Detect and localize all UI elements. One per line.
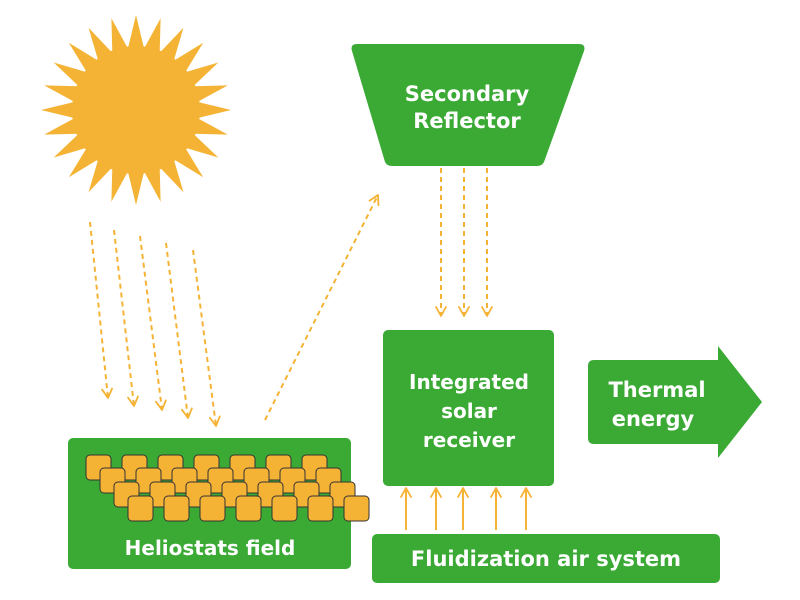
receiver-label-line2: solar bbox=[441, 399, 497, 423]
heliostats-field-label: Heliostats field bbox=[125, 536, 296, 560]
thermal-energy-label-line2: energy bbox=[612, 407, 695, 431]
heliostat-panels bbox=[85, 454, 370, 522]
sun-icon bbox=[41, 15, 231, 205]
heliostat-panel-icon bbox=[307, 495, 334, 522]
heliostat-panel-icon bbox=[127, 495, 154, 522]
receiver-label-line1: Integrated bbox=[409, 370, 529, 394]
concentrated-rays bbox=[435, 168, 493, 317]
secondary-reflector-label-line1: Secondary bbox=[405, 82, 530, 106]
sun-ray bbox=[113, 229, 139, 407]
secondary-reflector-label-line2: Reflector bbox=[413, 109, 521, 133]
heliostat-panel-icon bbox=[235, 495, 262, 522]
heliostats-field: Heliostats field bbox=[68, 438, 370, 569]
heliostat-panel-icon bbox=[163, 495, 190, 522]
air-flow-arrows bbox=[400, 487, 532, 530]
thermal-energy-arrow: Thermal energy bbox=[588, 346, 762, 458]
receiver-label-line3: receiver bbox=[423, 428, 515, 452]
sun-core bbox=[72, 46, 200, 174]
sun-ray bbox=[192, 249, 221, 427]
fluidization-air-system: Fluidization air system bbox=[372, 534, 720, 583]
integrated-solar-receiver: Integrated solar receiver bbox=[383, 330, 554, 486]
sun-ray bbox=[165, 242, 193, 419]
heliostat-panel-icon bbox=[271, 495, 298, 522]
incoming-sun-rays bbox=[89, 221, 221, 427]
sun-ray bbox=[139, 235, 167, 411]
fluidization-air-label: Fluidization air system bbox=[411, 547, 681, 571]
reflected-ray bbox=[264, 194, 380, 421]
heliostat-panel-icon bbox=[199, 495, 226, 522]
thermal-energy-label-line1: Thermal bbox=[608, 378, 705, 402]
secondary-reflector: Secondary Reflector bbox=[351, 44, 585, 166]
sun-ray bbox=[89, 221, 113, 399]
heliostat-panel-icon bbox=[343, 495, 370, 522]
